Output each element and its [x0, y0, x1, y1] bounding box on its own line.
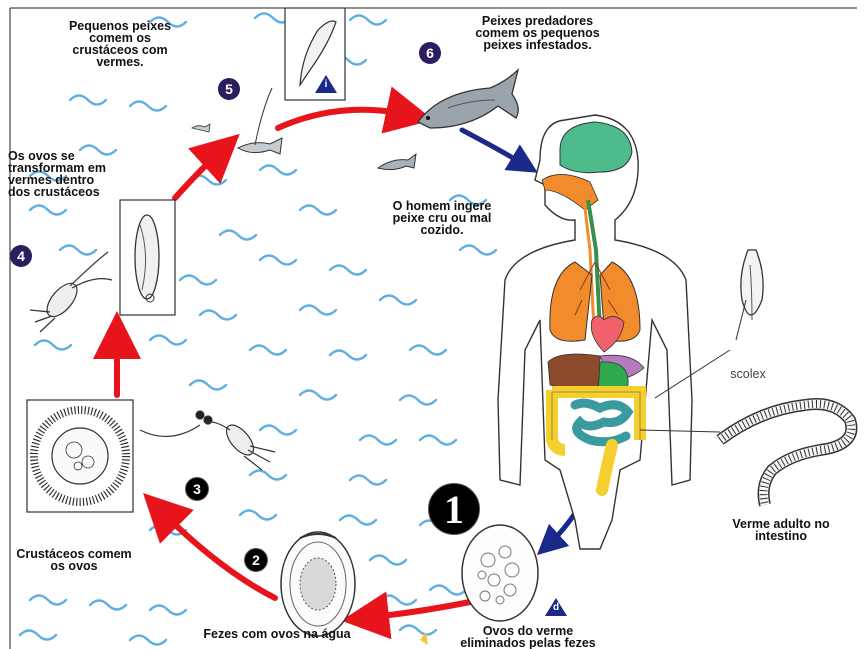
small-fish [192, 88, 282, 154]
step-4-badge: 4 [10, 245, 32, 267]
scolex-drawing [736, 250, 763, 340]
label-human-eats: O homem ingere peixe cru ou mal cozido. [372, 200, 512, 236]
label-eggs-eliminated: Ovos do verme eliminados pelas fezes [438, 625, 618, 649]
coracidium-box [27, 400, 133, 512]
diagnostic-stage-letter: d [552, 602, 560, 613]
arrow-fish-to-human [462, 130, 525, 165]
label-scolex: scolex [724, 368, 772, 380]
procercoid-box [120, 200, 175, 315]
label-eggs-transform: Os ovos se transformam em vermes dentro … [8, 150, 136, 198]
step-5-badge: 5 [218, 78, 240, 100]
unembryonated-egg [462, 525, 538, 621]
predator-fish [418, 70, 518, 128]
label-small-fish-eat: Pequenos peixes comem os crustáceos com … [50, 20, 190, 68]
label-predator-fish: Peixes predadores comem os pequenos peix… [450, 15, 625, 51]
infective-stage-letter: i [322, 79, 330, 90]
infective-stage-marker: i [315, 75, 337, 93]
arrow-smallfish-to-predator [278, 110, 410, 128]
step-1-badge: 1 [428, 483, 480, 535]
label-adult-worm: Verme adulto no intestino [706, 518, 856, 542]
adult-worm-drawing [720, 404, 851, 505]
crustacean-eating-eggs [140, 411, 275, 470]
human-body [498, 115, 692, 549]
pointer-scolex [655, 350, 730, 398]
small-fish-infested [378, 154, 416, 170]
copepod-crustacean [30, 252, 112, 332]
egg-in-water [281, 532, 355, 636]
step-2-badge: 2 [244, 548, 268, 572]
step-6-badge: 6 [419, 42, 441, 64]
arrow-eggs-to-feces [365, 602, 470, 618]
cycle-arrows [117, 110, 470, 618]
label-crustaceans-eat: Crustáceos comem os ovos [4, 548, 144, 572]
arrow-crustacean-to-fish [175, 150, 222, 198]
step-3-badge: 3 [185, 477, 209, 501]
diagnostic-stage-marker: d [545, 598, 567, 616]
label-feces-water: Fezes com ovos na água [182, 628, 372, 640]
